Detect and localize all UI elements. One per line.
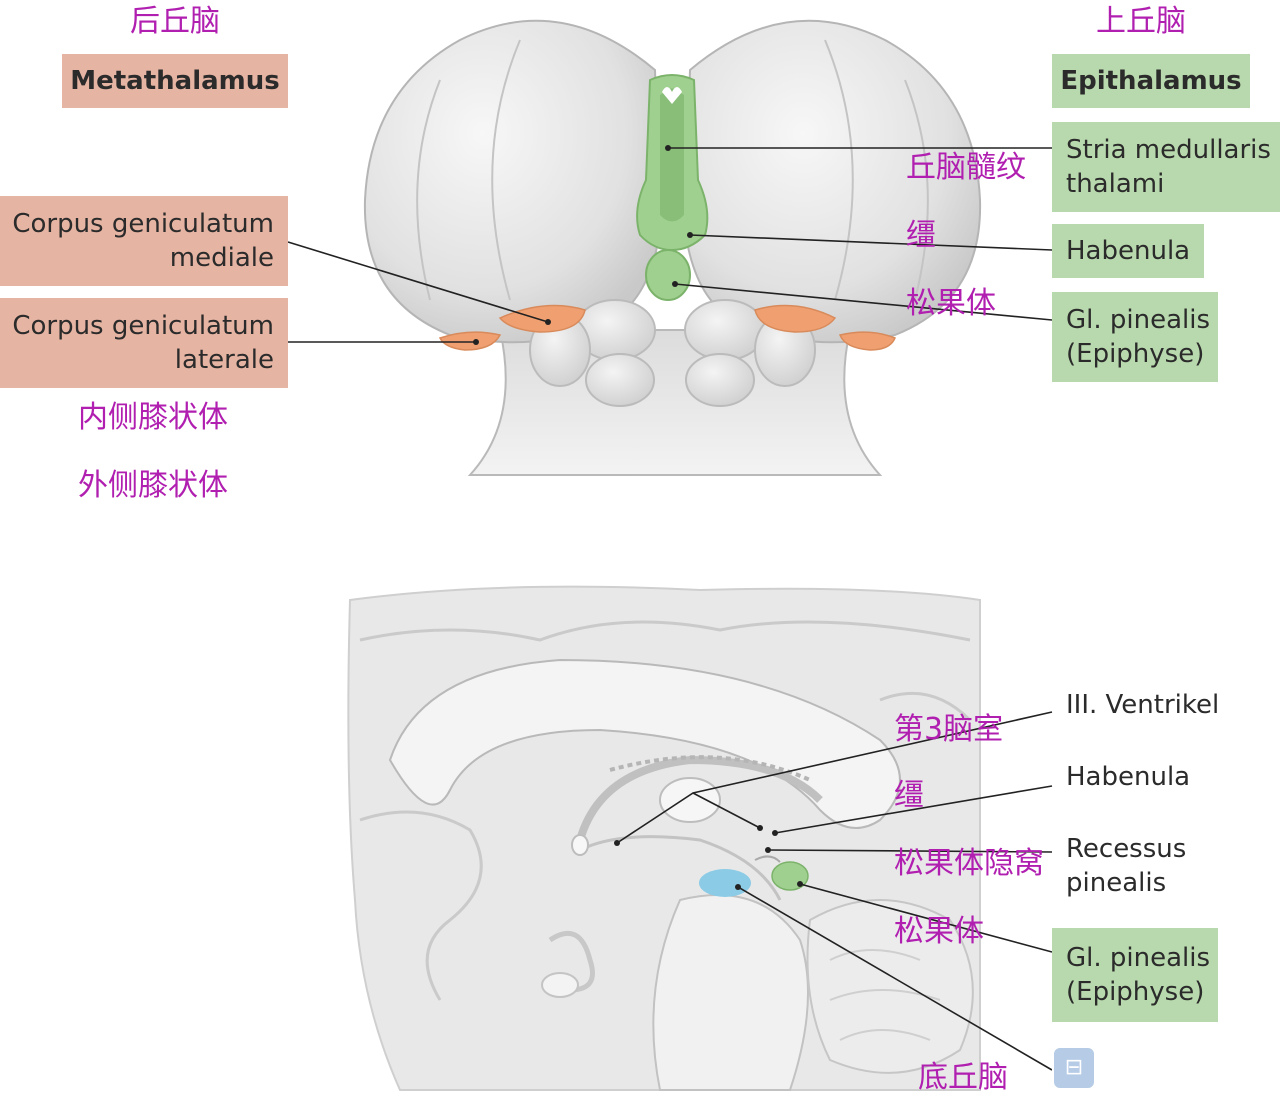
cn-label-medial-geniculate: 内侧膝状体 [78,400,228,435]
pineal-gland-sagittal [771,861,809,891]
label-pinealis-top: Gl. pinealis (Epiphyse) [1052,292,1218,382]
recessus-line-2: pinealis [1066,868,1167,898]
cn-label-pineal-sagittal: 松果体 [894,914,984,949]
cn-label-epithalamus: 上丘脑 [1096,4,1186,39]
cn-label-lateral-geniculate: 外侧膝状体 [78,468,228,503]
superior-colliculus-right [684,299,766,361]
top-leader-lines [287,147,1053,343]
metathalamus-text: Metathalamus [70,66,280,96]
pinealis-top-line-1: Gl. pinealis [1066,305,1211,335]
pinealis-sagittal-line-1: Gl. pinealis [1066,943,1211,973]
cn-label-habenula-sagittal: 缰 [894,778,924,813]
cn-label-metathalamus: 后丘脑 [130,4,220,39]
inferior-colliculus-left [585,353,655,407]
cgm-line-1: Corpus geniculatum [12,209,274,239]
label-epithalamus: Epithalamus [1052,54,1250,108]
thalamus-sagittal [659,777,721,823]
watermark: ⊟ 我爱解剖学 ID:37146677 [1052,1040,1276,1096]
epithalamus-structure [636,74,709,252]
label-metathalamus: Metathalamus [62,54,288,108]
left-thalamus [363,19,662,344]
cgm-line-2: mediale [169,243,274,273]
label-pinealis-sagittal: Gl. pinealis (Epiphyse) [1052,928,1218,1022]
label-habenula-sagittal: Habenula [1066,760,1190,794]
recessus-line-1: Recessus [1066,834,1187,864]
lateral-geniculate-right [838,331,896,351]
brainstem-sagittal [652,894,809,1091]
top-brain-view [363,19,982,476]
cn-label-stria: 丘脑髓纹 [906,150,1026,185]
stria-line-2: thalami [1066,169,1165,199]
cgl-line-2: laterale [174,345,274,375]
pinealis-sagittal-line-2: (Epiphyse) [1066,977,1205,1007]
label-stria-medullaris: Stria medullaris thalami [1052,122,1280,212]
corpus-callosum [388,658,901,829]
label-third-ventricle: III. Ventrikel [1066,688,1219,722]
label-corpus-geniculatum-mediale: Corpus geniculatum mediale [0,196,288,286]
pinealis-top-line-2: (Epiphyse) [1066,339,1205,369]
epithalamus-text: Epithalamus [1060,66,1242,96]
label-habenula-top: Habenula [1052,224,1204,278]
medial-geniculate-right [754,304,837,333]
sagittal-leader-lines [616,711,1053,1071]
hypothalamus-blue [699,869,751,897]
watermark-logo-icon: ⊟ [1052,1046,1096,1090]
habenula-top-text: Habenula [1066,236,1191,266]
third-ventricle-text: III. Ventrikel [1066,690,1220,720]
label-recessus-pinealis: Recessus pinealis [1066,832,1186,900]
stria-line-1: Stria medullaris [1066,135,1271,165]
inferior-colliculus-right [685,353,755,407]
cerebellum [806,899,974,1074]
cgl-line-1: Corpus geniculatum [12,311,274,341]
cn-label-habenula-top: 缰 [906,218,936,253]
cn-label-pineal-top: 松果体 [906,286,996,321]
sagittal-brain-view [347,585,981,1091]
label-corpus-geniculatum-laterale: Corpus geniculatum laterale [0,298,288,388]
watermark-id: ID:37146677 [1118,1068,1248,1092]
pineal-gland-top [645,249,691,301]
cn-label-third-ventricle: 第3脑室 [894,712,1004,747]
habenula-sagittal-text: Habenula [1066,762,1191,792]
medial-geniculate-left [498,304,586,333]
cn-label-hypothalamus: 底丘脑 [918,1060,1008,1095]
watermark-name: 我爱解剖学 [1122,1042,1222,1066]
lateral-geniculate-left [438,331,502,351]
cn-label-recess: 松果体隐窝 [894,846,1044,881]
